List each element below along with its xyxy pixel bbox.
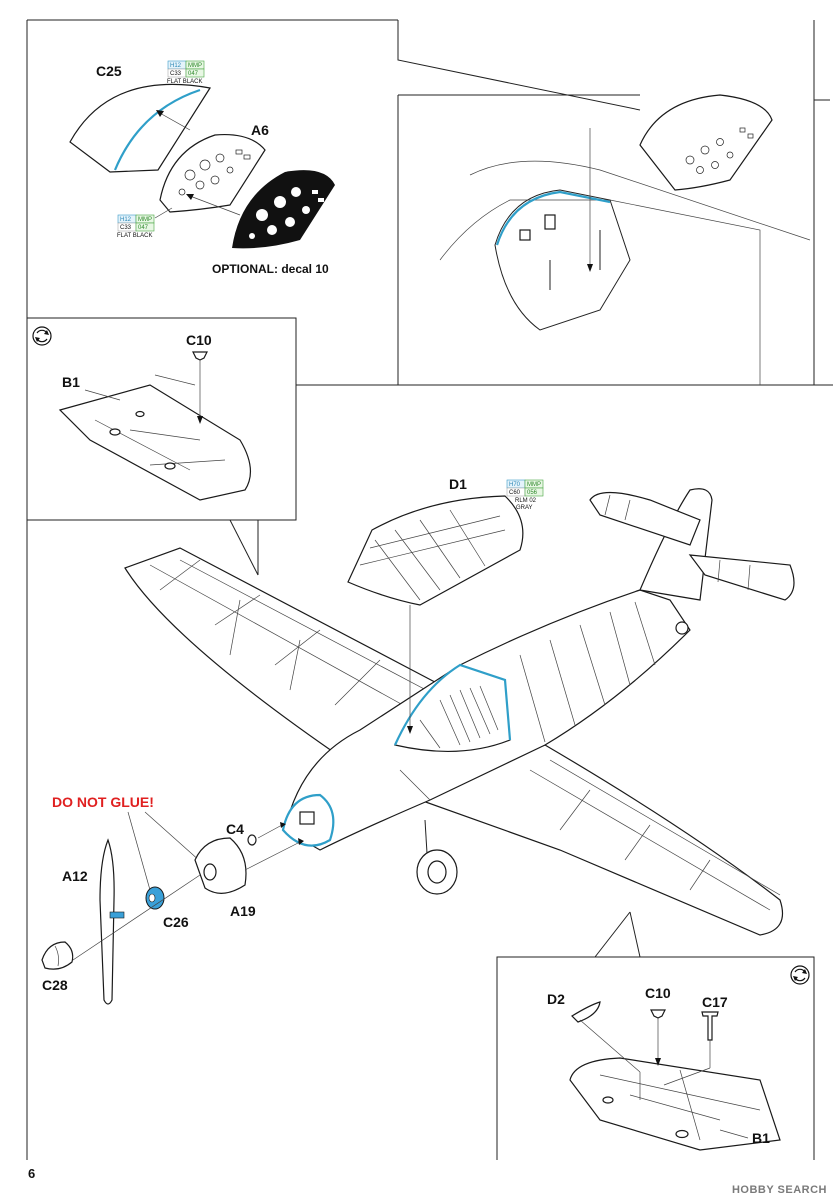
watermark-logo: HOBBY SEARCH [731, 1184, 827, 1196]
do-not-glue-warning: DO NOT GLUE! [52, 794, 154, 810]
leader-line [154, 207, 173, 219]
c28-spinner-cap: C28 [41, 941, 74, 993]
part-label-a19: A19 [230, 903, 256, 919]
wing-detail-top: C10 B1 [32, 326, 251, 501]
c26-prop-hub: C26 [145, 886, 189, 930]
svg-text:C60: C60 [509, 490, 521, 496]
part-label-c25: C25 [96, 63, 122, 79]
arrow-line [257, 824, 283, 839]
part-label-c17: C17 [702, 994, 728, 1010]
svg-text:C33: C33 [120, 225, 132, 231]
aircraft-main [124, 488, 795, 936]
svg-text:MMP: MMP [188, 63, 202, 69]
part-label-c28: C28 [42, 977, 68, 993]
svg-text:047: 047 [138, 225, 149, 231]
svg-text:H70: H70 [509, 482, 521, 488]
assembly-axis-line [69, 874, 201, 963]
part-label-c10-top: C10 [186, 332, 212, 348]
part-label-b1-top: B1 [62, 374, 80, 390]
arrow-line [189, 195, 241, 216]
a19-spinner-backplate: A19 [194, 837, 256, 919]
c4-washer: C4 [226, 821, 257, 846]
arrow-head [407, 726, 413, 734]
svg-text:MMP: MMP [527, 482, 541, 488]
svg-text:RLM 02: RLM 02 [515, 498, 537, 504]
svg-text:FLAT BLACK: FLAT BLACK [117, 233, 152, 239]
part-label-c4: C4 [226, 821, 244, 837]
arrow-head [298, 838, 304, 845]
part-label-b1-bottom: B1 [752, 1130, 770, 1146]
d1-canopy: D1 [347, 476, 524, 606]
part-label-c26: C26 [163, 914, 189, 930]
panel-frames [26, 19, 833, 1160]
a12-propeller: A12 [62, 838, 125, 1005]
arrow-head [186, 194, 194, 200]
installed-panel-detail [439, 94, 811, 385]
arrow-head [156, 110, 164, 117]
svg-text:GRAY: GRAY [516, 505, 533, 511]
arrow-line [157, 111, 191, 131]
rotate-view-icon [32, 326, 52, 346]
c25-coaming: C25 [69, 63, 211, 173]
arrow-head [280, 822, 286, 828]
part-label-d2: D2 [547, 991, 565, 1007]
part-label-a6: A6 [251, 122, 269, 138]
paint-tag-d1: H70 MMP C60 056 RLM 02 GRAY [506, 479, 544, 511]
svg-text:C33: C33 [170, 71, 182, 77]
part-label-c10-bottom: C10 [645, 985, 671, 1001]
svg-text:MMP: MMP [138, 217, 152, 223]
part-label-a12: A12 [62, 868, 88, 884]
arrow-line [244, 841, 301, 871]
leader-line [127, 811, 151, 891]
a6-instrument-panel: A6 [159, 122, 269, 213]
svg-text:H12: H12 [120, 217, 132, 223]
svg-text:047: 047 [188, 71, 199, 77]
optional-decal-note: OPTIONAL: decal 10 [212, 262, 329, 276]
part-label-d1: D1 [449, 476, 467, 492]
page-number: 6 [28, 1166, 36, 1181]
paint-tag-a6: H12 MMP C33 047 FLAT BLACK [117, 214, 155, 239]
decal-10-panel [232, 170, 335, 249]
svg-text:H12: H12 [170, 63, 182, 69]
svg-text:056: 056 [527, 490, 538, 496]
svg-text:FLAT BLACK: FLAT BLACK [167, 79, 202, 85]
paint-tag-c25: H12 MMP C33 047 FLAT BLACK [167, 60, 205, 85]
wing-detail-bottom: D2 C10 C17 B1 [547, 965, 810, 1151]
rotate-view-icon [790, 965, 810, 985]
